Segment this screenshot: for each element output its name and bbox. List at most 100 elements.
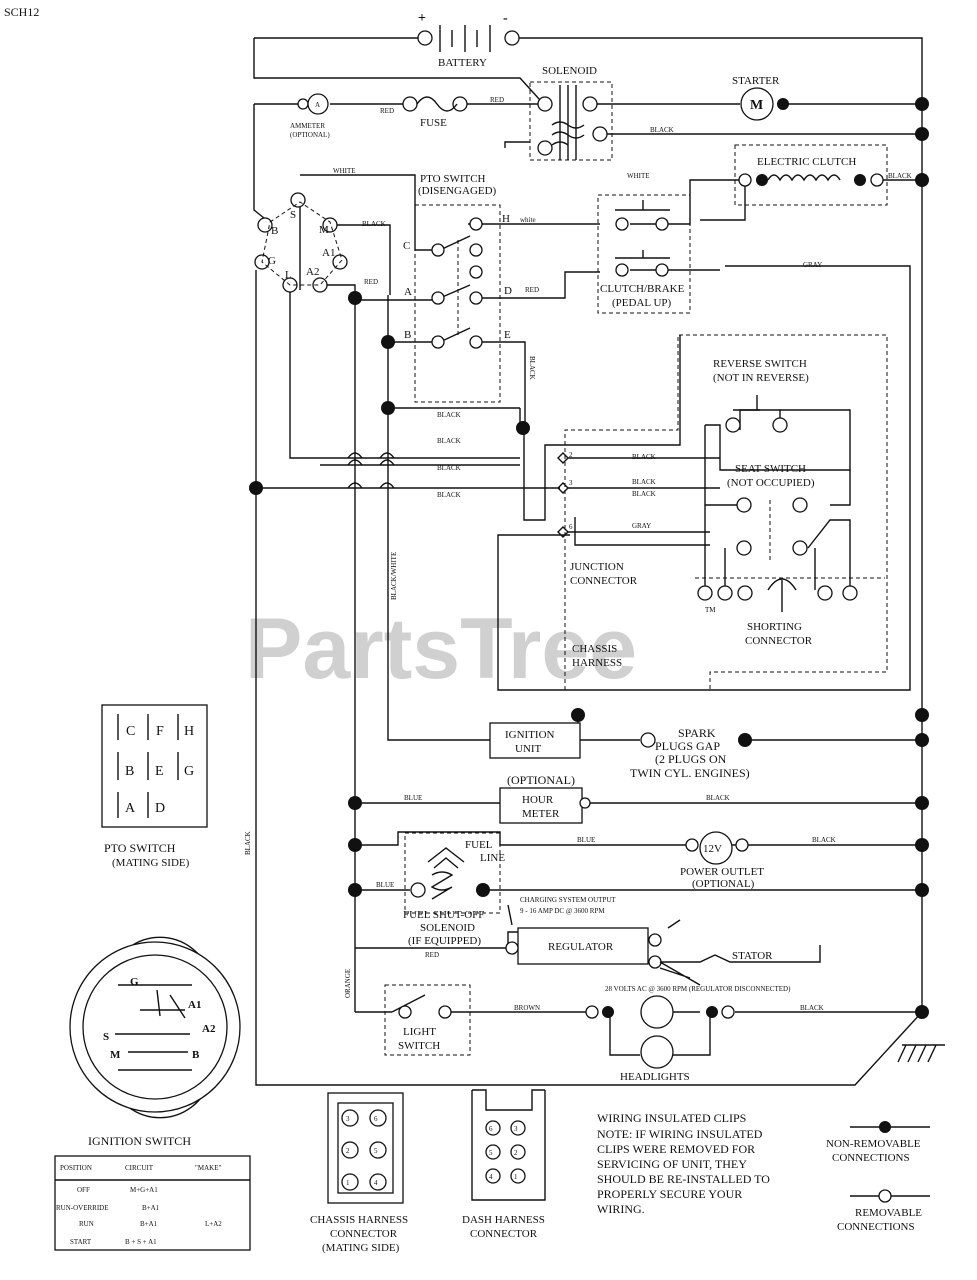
note-line: WIRING INSULATED CLIPS (597, 1111, 746, 1125)
ammeter-note: (OPTIONAL) (290, 131, 330, 139)
junction-dots (249, 97, 929, 1019)
wire-gray-2: GRAY (632, 522, 651, 530)
wire-black-13: BLACK (800, 1004, 824, 1012)
pto-mating-d: D (155, 801, 165, 816)
pto-switch-schematic: PTO SWITCH (DISENGAGED) C H A D B E (403, 173, 512, 349)
dashed-enclosures (384, 81, 888, 1056)
wire-white-3: white (520, 216, 536, 224)
fuel-solenoid-label: FUEL SHUT-OFF (403, 909, 484, 921)
pto-terminal-d: D (504, 285, 512, 297)
wire-black-1: BLACK (650, 126, 674, 134)
wire-black-10: BLACK (632, 490, 656, 498)
wire-blue-1: BLUE (404, 794, 422, 802)
electric-clutch-label: ELECTRIC CLUTCH (757, 156, 856, 168)
wire-black-vertical: BLACK (528, 356, 536, 380)
ign-row-circuit: B + S + A1 (125, 1238, 157, 1246)
note-line: SERVICING OF UNIT, THEY (597, 1157, 747, 1171)
light-switch-label-2: SWITCH (398, 1040, 440, 1052)
ignition-table: POSITION CIRCUIT "MAKE" OFF M+G+A1 RUN-O… (54, 1155, 251, 1251)
junction-connector-label-2: CONNECTOR (570, 575, 638, 587)
reverse-switch-label: REVERSE SWITCH (713, 358, 807, 370)
spark-plugs-line2: PLUGS GAP (655, 739, 720, 753)
wire-black-8: BLACK (632, 453, 656, 461)
power-outlet-voltage: 12V (703, 843, 722, 855)
ammeter-label: AMMETER (290, 122, 325, 130)
pto-terminal-a: A (404, 286, 412, 298)
seat-switch-state: (NOT OCCUPIED) (727, 477, 815, 489)
main-wires (253, 37, 945, 1086)
ign-header-make: "MAKE" (195, 1164, 221, 1172)
chassis-pin: 6 (374, 1115, 378, 1123)
wire-black-4: BLACK (437, 411, 461, 419)
stator-label: STATOR (732, 950, 773, 962)
shorting-connector-label-2: CONNECTOR (745, 635, 813, 647)
term-a1: A1 (322, 247, 335, 259)
dash-pin: 3 (514, 1125, 518, 1133)
wire-white-2: WHITE (627, 172, 650, 180)
ignition-drawing-g: G (130, 976, 139, 988)
pto-terminal-e: E (504, 329, 511, 341)
wire-black-9: BLACK (632, 478, 656, 486)
wire-black-12: BLACK (812, 836, 836, 844)
starter: M STARTER (732, 75, 789, 121)
spark-plugs-line1: SPARK (678, 726, 716, 740)
fuel-line-label: FUEL (465, 839, 493, 851)
pto-mating-g: G (184, 764, 194, 779)
clutch-brake-switch: CLUTCH/BRAKE (PEDAL UP) (600, 200, 685, 309)
ignition-drawing-s: S (103, 1031, 109, 1043)
wire-blue-2: BLUE (577, 836, 595, 844)
wire-red-1: RED (380, 107, 394, 115)
pto-mating-a: A (125, 801, 136, 816)
battery-plus: + (418, 11, 426, 26)
dash-pin: 2 (514, 1149, 518, 1157)
clutch-brake-state: (PEDAL UP) (612, 297, 672, 309)
wiring-note: WIRING INSULATED CLIPS NOTE: IF WIRING I… (597, 1111, 770, 1216)
legend-removable: REMOVABLE (855, 1207, 922, 1219)
pto-switch-state: (DISENGAGED) (418, 185, 497, 197)
pto-mating-subtitle: (MATING SIDE) (112, 857, 190, 869)
ign-row-make: L+A2 (205, 1220, 222, 1228)
fuse-label: FUSE (420, 117, 447, 129)
dash-pin: 6 (489, 1125, 493, 1133)
clutch-brake-label: CLUTCH/BRAKE (600, 283, 685, 295)
ammeter: A AMMETER (OPTIONAL) (290, 93, 330, 139)
wire-white-1: WHITE (333, 167, 356, 175)
pto-mating-f: F (156, 724, 164, 739)
shorting-connector: SHORTING CONNECTOR (697, 578, 858, 647)
ignition-drawing-b: B (192, 1049, 200, 1061)
dash-pin: 4 (489, 1173, 493, 1181)
reverse-switch: REVERSE SWITCH (NOT IN REVERSE) (713, 358, 809, 433)
watermark: PartsTree (245, 601, 637, 697)
fuel-line-label-2: LINE (480, 852, 505, 864)
chassis-connector-label: CHASSIS HARNESS (310, 1214, 408, 1226)
ignition-switch-drawing: G A1 A2 S M B IGNITION SWITCH (69, 936, 241, 1148)
hour-meter: (OPTIONAL) HOUR METER (499, 773, 591, 824)
regulator-label: REGULATOR (548, 941, 614, 953)
legend-removable-2: CONNECTIONS (837, 1221, 915, 1233)
ign-header-circuit: CIRCUIT (125, 1164, 154, 1172)
chassis-pin: 2 (346, 1147, 350, 1155)
chassis-pin: 3 (346, 1115, 350, 1123)
legend-non-removable-symbol (879, 1121, 891, 1133)
hour-meter-label-2: METER (522, 808, 560, 820)
wire-black-white: BLACK/WHITE (390, 552, 398, 600)
dash-connector-label: DASH HARNESS (462, 1214, 545, 1226)
ignition-unit-label-2: UNIT (515, 743, 542, 755)
chassis-harness-label: CHASSIS (572, 643, 617, 655)
chassis-pin: 5 (374, 1147, 378, 1155)
pin-3: 3 (569, 479, 573, 487)
term-g: G (268, 255, 276, 267)
spark-plugs-line4: TWIN CYL. ENGINES) (630, 766, 750, 780)
wire-red-2: RED (490, 96, 504, 104)
seat-switch: SEAT SWITCH (NOT OCCUPIED) (727, 463, 815, 560)
chassis-harness-connector: 3 6 2 5 1 4 CHASSIS HARNESS CONNECTOR (M… (310, 1092, 408, 1254)
hour-meter-label: HOUR (522, 794, 554, 806)
pto-terminal-b: B (404, 329, 411, 341)
note-line: CLIPS WERE REMOVED FOR (597, 1142, 755, 1156)
ignition-drawing-a2: A2 (202, 1023, 216, 1035)
term-a2: A2 (306, 266, 319, 278)
pin-2: 2 (569, 451, 573, 459)
wire-brown: BROWN (514, 1004, 540, 1012)
battery-minus: - (503, 11, 508, 26)
